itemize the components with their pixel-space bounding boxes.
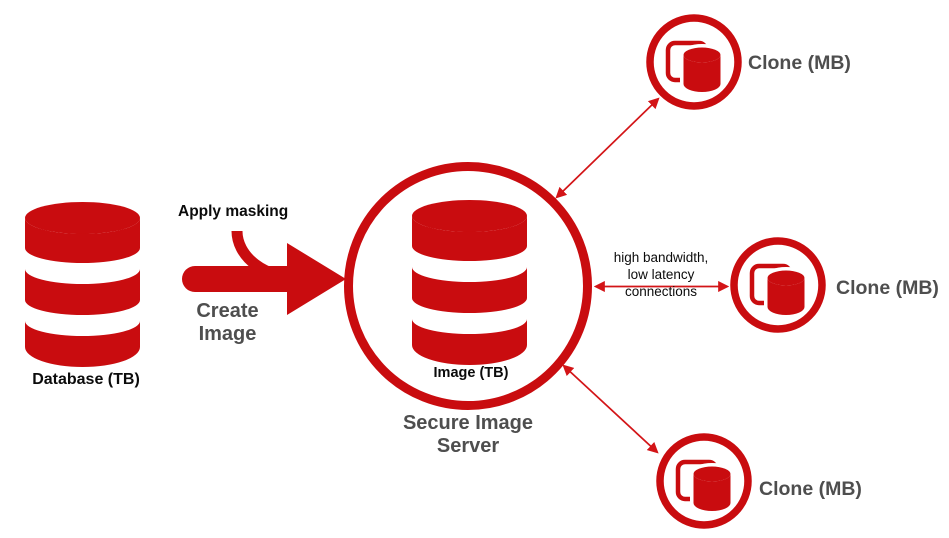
clone-node-bottom-icon	[660, 437, 748, 525]
clone-bottom-label: Clone (MB)	[759, 478, 862, 500]
create-image-label: Create Image	[196, 300, 259, 345]
arrow-server-to-clone-bottom	[562, 364, 659, 454]
arrow-server-to-clone-top	[555, 97, 660, 199]
server-database-icon	[412, 200, 527, 365]
create-image-arrow-icon	[182, 243, 346, 315]
clone-node-top-icon	[650, 18, 738, 106]
secure-image-server-label: Secure Image Server	[402, 412, 534, 457]
clone-middle-label: Clone (MB)	[836, 277, 939, 299]
database-label: Database (TB)	[32, 371, 140, 388]
connection-arrows	[555, 97, 730, 454]
connection-note-label: high bandwidth, low latency connections	[613, 250, 709, 300]
clone-top-label: Clone (MB)	[748, 52, 851, 74]
image-tb-label: Image (TB)	[433, 365, 509, 381]
database-icon	[25, 202, 140, 367]
apply-masking-label: Apply masking	[178, 203, 289, 220]
clone-node-middle-icon	[734, 241, 822, 329]
